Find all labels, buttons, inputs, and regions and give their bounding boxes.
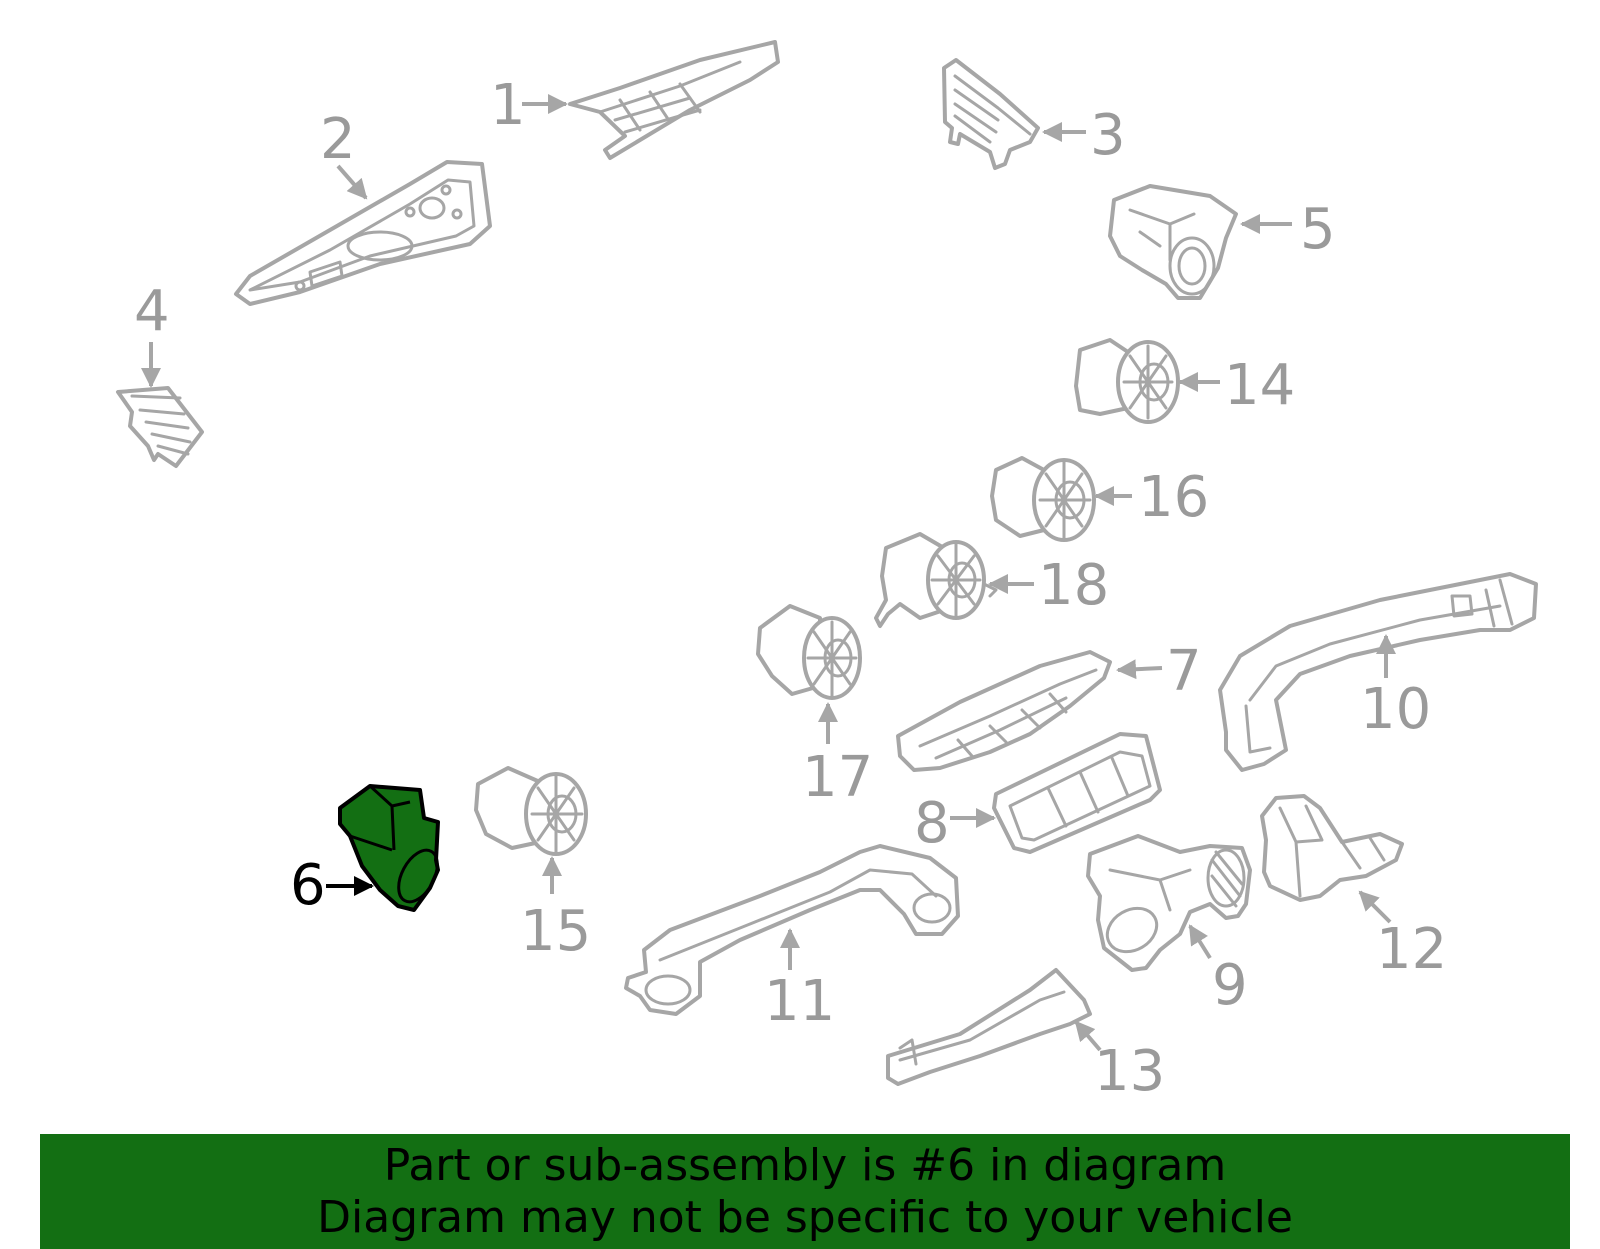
callout-label-13: 13 xyxy=(1094,1039,1165,1104)
part-17-round-vent[interactable] xyxy=(756,604,862,700)
part-12-upright-duct[interactable] xyxy=(1260,794,1404,902)
callout-label-18: 18 xyxy=(1038,553,1109,618)
callout-label-10: 10 xyxy=(1360,677,1431,742)
callout-9[interactable]: 9 xyxy=(1188,924,1248,1018)
callout-label-15: 15 xyxy=(520,899,591,964)
callout-11[interactable]: 11 xyxy=(764,928,835,1034)
part-15-round-vent[interactable] xyxy=(474,766,588,856)
banner-line-disclaimer: Diagram may not be specific to your vehi… xyxy=(317,1191,1293,1243)
part-16-round-vent[interactable] xyxy=(990,456,1096,542)
callout-label-12: 12 xyxy=(1376,917,1447,982)
part-11-lower-duct[interactable] xyxy=(624,844,960,1016)
part-3-side-vent[interactable] xyxy=(942,58,1040,170)
part-18-round-vent[interactable] xyxy=(874,532,998,628)
callout-12[interactable]: 12 xyxy=(1358,890,1447,982)
callout-15[interactable]: 15 xyxy=(520,856,591,964)
callout-label-11: 11 xyxy=(764,969,835,1034)
part-2-duct-panel[interactable] xyxy=(234,160,492,306)
callout-label-2: 2 xyxy=(320,107,356,172)
callout-label-1: 1 xyxy=(490,73,526,138)
part-6-highlighted-duct[interactable] xyxy=(338,784,445,912)
part-9-blower-assembly[interactable] xyxy=(1086,834,1252,972)
callout-label-14: 14 xyxy=(1224,353,1295,418)
leader-arrow-2 xyxy=(336,164,368,200)
leader-arrow-7 xyxy=(1116,659,1163,680)
callout-7[interactable]: 7 xyxy=(1116,639,1202,704)
callout-label-6: 6 xyxy=(290,853,326,918)
callout-4[interactable]: 4 xyxy=(134,279,170,388)
callout-1[interactable]: 1 xyxy=(490,73,568,138)
banner-line-part-number: Part or sub-assembly is #6 in diagram xyxy=(383,1139,1227,1191)
callout-label-16: 16 xyxy=(1138,465,1209,530)
callout-6[interactable]: 6 xyxy=(290,853,374,918)
leader-arrow-13 xyxy=(1074,1020,1102,1052)
part-10-curved-duct[interactable] xyxy=(1218,572,1538,772)
callout-label-9: 9 xyxy=(1212,953,1248,1018)
callout-18[interactable]: 18 xyxy=(988,553,1109,618)
part-5-blower-duct[interactable] xyxy=(1108,184,1238,300)
callout-label-5: 5 xyxy=(1300,197,1336,262)
part-8-grille-vent[interactable] xyxy=(992,732,1162,854)
leader-arrow-9 xyxy=(1188,924,1212,960)
callout-14[interactable]: 14 xyxy=(1178,353,1295,418)
part-7-center-vent[interactable] xyxy=(896,650,1112,772)
callout-label-7: 7 xyxy=(1166,639,1202,704)
part-1-dash-vent[interactable] xyxy=(568,40,780,160)
part-13-connector-duct[interactable] xyxy=(886,968,1092,1086)
callout-13[interactable]: 13 xyxy=(1074,1020,1165,1104)
callout-3[interactable]: 3 xyxy=(1042,103,1126,168)
callout-17[interactable]: 17 xyxy=(802,702,873,810)
leader-arrow-12 xyxy=(1358,890,1392,924)
callout-label-8: 8 xyxy=(914,791,950,856)
callout-8[interactable]: 8 xyxy=(914,791,996,856)
callout-label-17: 17 xyxy=(802,745,873,810)
callout-2[interactable]: 2 xyxy=(320,107,368,200)
callout-label-4: 4 xyxy=(134,279,170,344)
part-4-corner-vent[interactable] xyxy=(116,386,204,468)
callout-16[interactable]: 16 xyxy=(1094,465,1209,530)
info-banner: Part or sub-assembly is #6 in diagram Di… xyxy=(40,1134,1570,1249)
part-14-round-vent[interactable] xyxy=(1074,338,1180,424)
callout-10[interactable]: 10 xyxy=(1360,634,1431,742)
callout-5[interactable]: 5 xyxy=(1240,197,1336,262)
callout-label-3: 3 xyxy=(1090,103,1126,168)
